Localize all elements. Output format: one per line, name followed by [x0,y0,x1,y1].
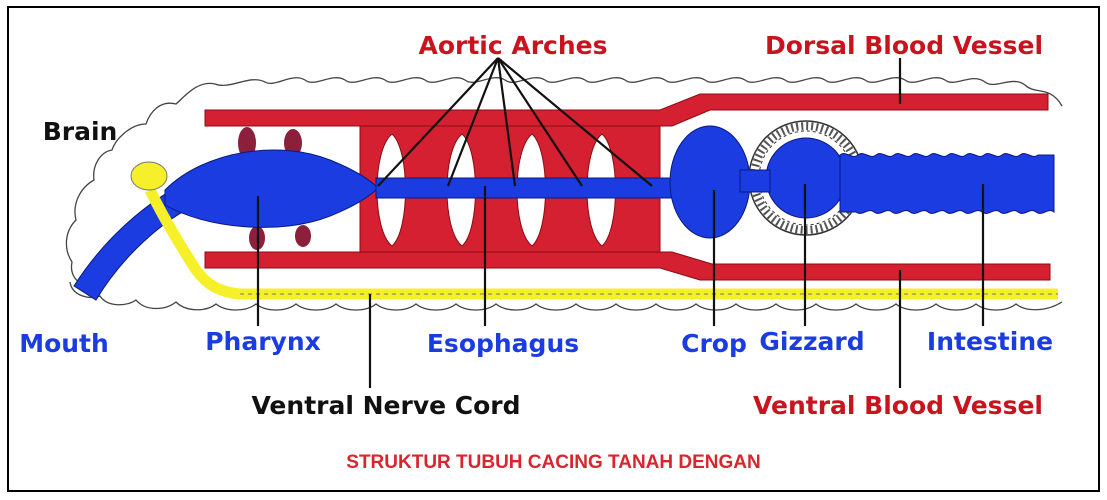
ventral-blood-vessel [204,251,1051,281]
label-crop: Crop [681,329,747,358]
body-outline [65,77,1063,311]
diagram-caption: STRUKTUR TUBUH CACING TANAH DENGAN [346,452,761,473]
label-brain: Brain [43,117,118,146]
ventral-nerve-cord [145,187,1058,300]
label-gizzard: Gizzard [759,327,864,356]
label-mouth: Mouth [19,329,109,358]
pointer-lines [256,57,985,388]
label-aortic-arches: Aortic Arches [418,31,607,60]
intestine-tube [839,153,1055,214]
nervous-system [130,161,1058,300]
label-esophagus: Esophagus [427,329,579,358]
pharynx-muscle [284,129,302,157]
label-dorsal-blood-vessel: Dorsal Blood Vessel [765,31,1043,60]
pharynx-muscle [295,225,311,247]
pharynx-body [164,149,379,228]
digestive-tract [73,125,1055,301]
dorsal-blood-vessel [204,93,1049,127]
label-intestine: Intestine [927,327,1053,356]
label-ventral-blood-vessel: Ventral Blood Vessel [753,391,1043,420]
crop-organ [669,125,751,239]
brain-ganglion [130,161,168,191]
esophagus-tube [375,177,675,199]
label-pharynx: Pharynx [205,327,321,356]
label-ventral-nerve-cord: Ventral Nerve Cord [251,391,520,420]
